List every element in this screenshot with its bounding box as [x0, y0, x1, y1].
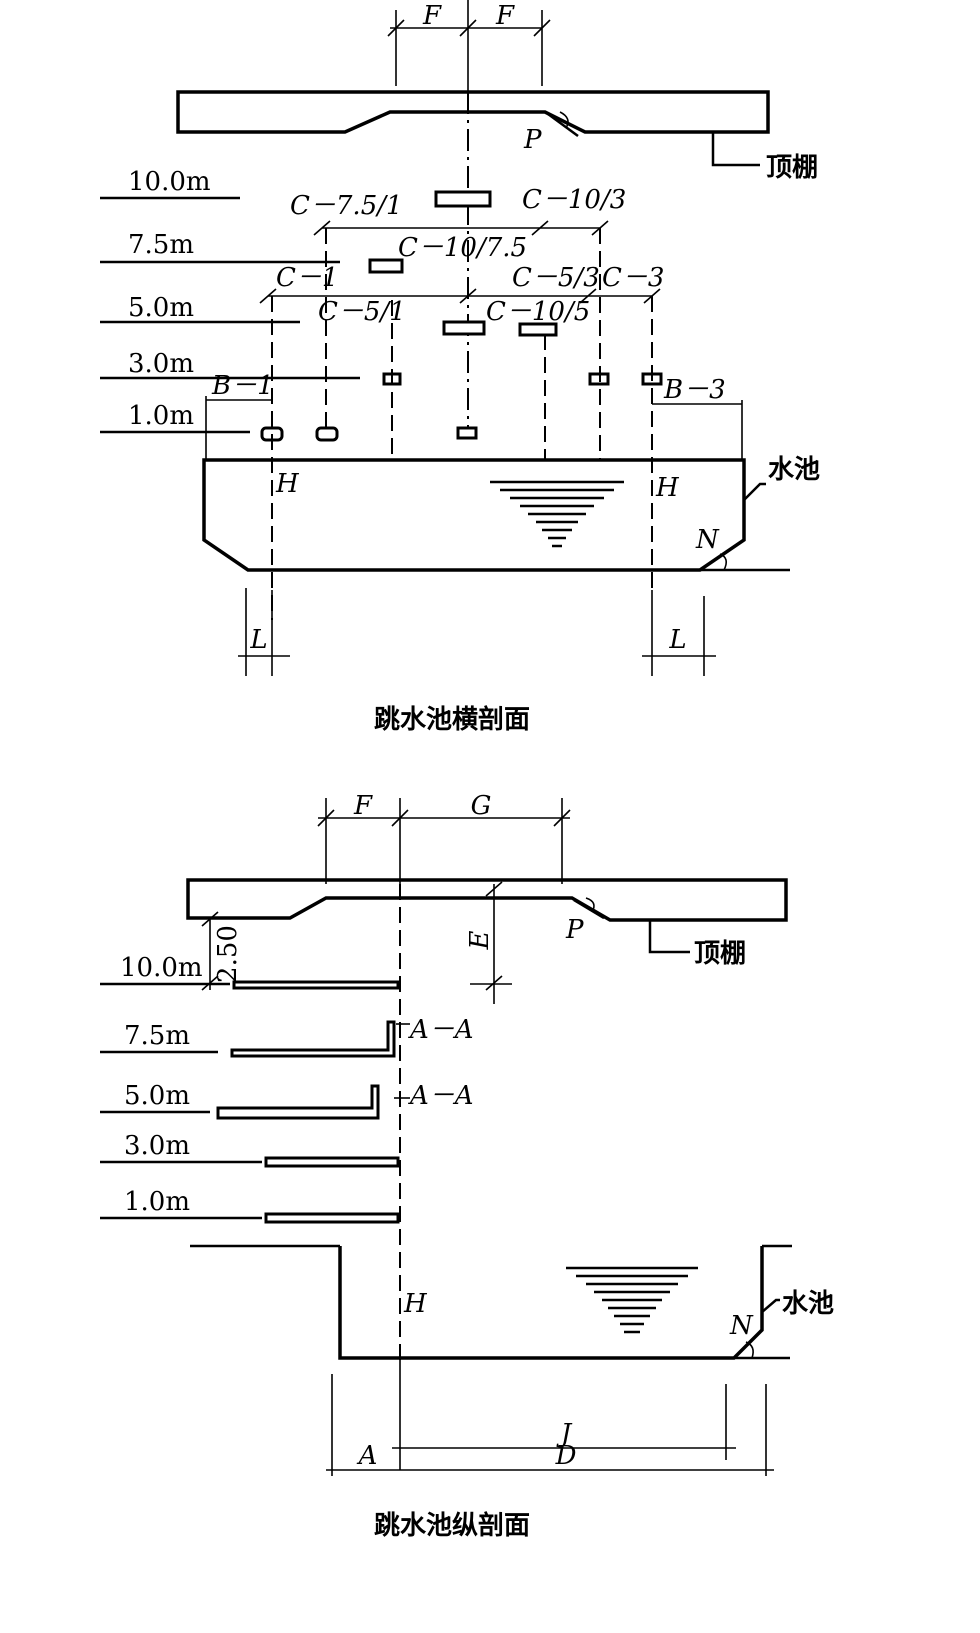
bottom-dims: [326, 1374, 774, 1476]
level-7-5m: 7.5m: [128, 230, 194, 260]
level-lines-long: 10.0m 7.5m 5.0m 3.0m 1.0m: [100, 953, 262, 1220]
top-dim-f: F F: [387, 0, 551, 92]
label-p-long: P: [565, 915, 584, 945]
label-c-10-7-5: C－10/7.5: [398, 233, 527, 263]
level-3m-long: 3.0m: [124, 1131, 190, 1161]
dim-l-left: L: [249, 625, 267, 655]
label-h-right: H: [655, 473, 680, 503]
label-pool-long: 水池: [782, 1289, 834, 1319]
label-ceiling-long: 顶棚: [694, 939, 746, 969]
dim-d: D: [555, 1441, 577, 1471]
level-5m: 5.0m: [128, 293, 194, 323]
label-n-long: N: [729, 1311, 754, 1341]
top-dim-fg: [317, 798, 571, 884]
l-dims: [238, 588, 716, 676]
water-symbol: [490, 480, 624, 548]
ceiling-outline-long: [186, 878, 788, 922]
clearance-lines: [259, 220, 661, 304]
dim-250-text: 2.50: [213, 925, 243, 983]
label-c-3: C－3: [602, 263, 664, 293]
label-c-1: C－1: [276, 263, 338, 293]
label-h-left: H: [275, 469, 300, 499]
label-c-7-5-1: C－7.5/1: [290, 191, 403, 221]
long-section: F G P 顶棚 E 2.50 10.0m: [100, 791, 834, 1541]
level-10m: 10.0m: [128, 167, 211, 197]
dim-a: A: [357, 1441, 378, 1471]
caption-cross-section: 跳水池横剖面: [374, 704, 530, 735]
label-ceiling: 顶棚: [766, 153, 818, 183]
cross-section: F F P 顶棚 10.0m 7.5m 5.0m 3.0m 1.0m: [100, 0, 820, 735]
level-3m: 3.0m: [128, 349, 194, 379]
dim-e: E: [465, 930, 495, 950]
platforms-long: [216, 980, 400, 1224]
level-7-5m-long: 7.5m: [124, 1021, 190, 1051]
label-b3: B－3: [663, 375, 726, 405]
water-symbol-long: [566, 1266, 698, 1334]
level-10m-long: 10.0m: [120, 953, 203, 983]
e-dim: [470, 881, 512, 1004]
label-h-long: H: [403, 1289, 428, 1319]
dim-l-right: L: [668, 625, 686, 655]
label-aa-2: A－A: [408, 1081, 474, 1111]
label-c-10-3: C－10/3: [522, 185, 626, 215]
dim-f-right: F: [495, 1, 515, 31]
label-c-10-5: C－10/5: [486, 297, 590, 327]
label-p: P: [523, 125, 542, 155]
label-b1: B－1: [211, 371, 274, 401]
label-pool: 水池: [768, 455, 820, 485]
dim-j: J: [556, 1419, 573, 1449]
dim-f: F: [353, 791, 373, 821]
level-lines: 10.0m 7.5m 5.0m 3.0m 1.0m: [100, 167, 360, 434]
caption-long-section: 跳水池纵剖面: [374, 1510, 530, 1541]
ceiling-outline: [176, 90, 770, 134]
level-1m-long: 1.0m: [124, 1187, 190, 1217]
dim-g: G: [471, 791, 492, 821]
level-5m-long: 5.0m: [124, 1081, 190, 1111]
label-aa-1: A－A: [408, 1015, 474, 1045]
dim-f-left: F: [422, 1, 442, 31]
label-n: N: [695, 525, 720, 555]
label-c-5-3: C－5/3: [512, 263, 600, 293]
level-1m: 1.0m: [128, 401, 194, 431]
b-dims: [205, 396, 743, 460]
plumb-lines: [271, 228, 653, 620]
